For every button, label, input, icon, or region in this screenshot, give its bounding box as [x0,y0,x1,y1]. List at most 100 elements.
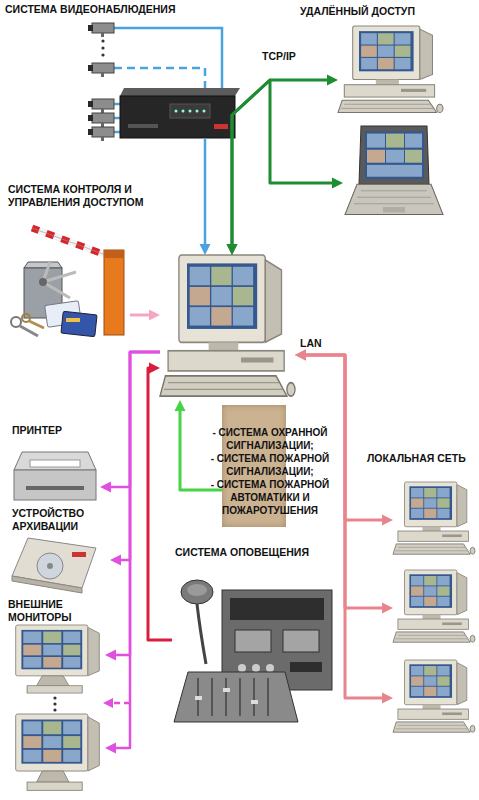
circle-part [252,664,260,672]
connector-line [302,355,386,520]
remote-laptop [343,126,443,218]
central-computer [160,255,295,396]
polygon-part [24,262,62,268]
connector-line [204,138,207,248]
local-network-group: ЛОКАЛЬНАЯ СЕТЬ [350,450,478,740]
arrow-head [227,244,238,255]
connector [130,310,160,321]
circle-part [101,46,104,49]
path-part [114,117,120,120]
rect-part [290,662,322,672]
use-part [88,23,114,37]
node-label: СИСТЕМА ОПОВЕЩЕНИЯ [175,546,337,559]
node-label: ВНЕШНИЕ МОНИТОРЫ [8,598,108,624]
connector [110,352,160,566]
use-part [88,99,114,113]
line-part [32,228,114,258]
rect-part [26,486,84,490]
use-part [88,127,114,141]
connector-line [117,352,160,560]
video-recorder [120,88,240,138]
connector [105,352,160,754]
path-part [114,28,222,88]
remote-desktop [338,26,443,114]
connector-line [130,314,153,317]
node-label: УСТРОЙСТВО АРХИВАЦИИ [12,507,110,533]
arrow-head [227,244,238,255]
rect-part [120,96,235,138]
local-computers [393,482,475,732]
circle-part [37,553,63,579]
text-block: ПРИНТЕР [12,424,100,437]
rect-part [251,700,258,704]
node-label: УДАЛЁННЫЙ ДОСТУП [300,5,470,18]
node-label: - СИСТЕМА ОХРАННОЙ СИГНАЛИЗАЦИИ; [200,426,340,452]
connector [295,350,393,704]
use-part [88,113,114,127]
access-control-system: СИСТЕМА КОНТРОЛЯ И УПРАВЛЕНИЯ ДОСТУПОМ [5,183,130,343]
arrow-head [327,75,338,86]
polygon-part [120,88,240,96]
rect-part [104,250,124,335]
connector [227,75,339,256]
text-block: ВНЕШНИЕ МОНИТОРЫ [8,598,108,624]
arrow-head [200,244,211,255]
connector-line [112,352,160,748]
use-part [393,660,475,732]
use-part [393,482,475,554]
rect-part [214,124,228,129]
connector-line [302,355,386,608]
path-part [197,604,206,664]
archive-device [12,538,96,593]
rect-part [235,630,271,652]
printer: ПРИНТЕР [10,424,100,509]
circle-part [11,317,21,327]
text-block: ЛОКАЛЬНАЯ СЕТЬ [367,452,477,465]
arrow-head [295,350,306,361]
access-control-devices [11,228,124,337]
local-computer [393,660,475,735]
arrow-head [382,515,393,526]
line-part [32,228,114,258]
security-fire-systems: - СИСТЕМА ОХРАННОЙ СИГНАЛИЗАЦИИ;- СИСТЕМ… [222,405,286,527]
line-part [43,272,76,282]
external-monitors-group: ВНЕШНИЕ МОНИТОРЫ [5,598,115,795]
connector [227,80,344,255]
external-monitor [10,714,105,792]
arrow-head [295,350,306,361]
circle-part [203,110,206,113]
notification-system: СИСТЕМА ОПОВЕЩЕНИЯ [172,545,337,725]
line-part [32,228,114,258]
rect-part [128,124,158,128]
local-computer [393,482,475,557]
connector-line [112,352,160,655]
use-part [16,714,100,790]
ellipse-part [187,584,207,596]
circle-part [175,110,178,113]
line-part [29,321,44,328]
rect-part [195,696,202,700]
arrow-head [382,603,393,614]
rect-part [170,104,210,118]
arrow-head [149,310,160,321]
node-label: - СИСТЕМА ПОЖАРНОЙ СИГНАЛИЗАЦИИ; [200,452,340,478]
rect-part [104,250,124,258]
rect-part [223,688,230,692]
path-part [112,702,130,705]
connector-line [148,368,172,640]
circle-part [189,110,192,113]
circle-part [266,664,274,672]
connector-line [232,80,336,248]
arrow-head [149,363,160,374]
text-block: СИСТЕМА КОНТРОЛЯ И УПРАВЛЕНИЯ ДОСТУПОМ [8,183,163,209]
video-system: СИСТЕМА ВИДЕОНАБЛЮДЕНИЯ [5,2,240,138]
rect-part [72,552,86,557]
text-block: СИСТЕМА ВИДЕОНАБЛЮДЕНИЯ [5,3,237,16]
circle-part [53,708,56,711]
use-part [88,63,114,77]
circle-part [53,696,56,699]
ellipse-part [181,580,213,604]
rect-part [61,311,97,336]
